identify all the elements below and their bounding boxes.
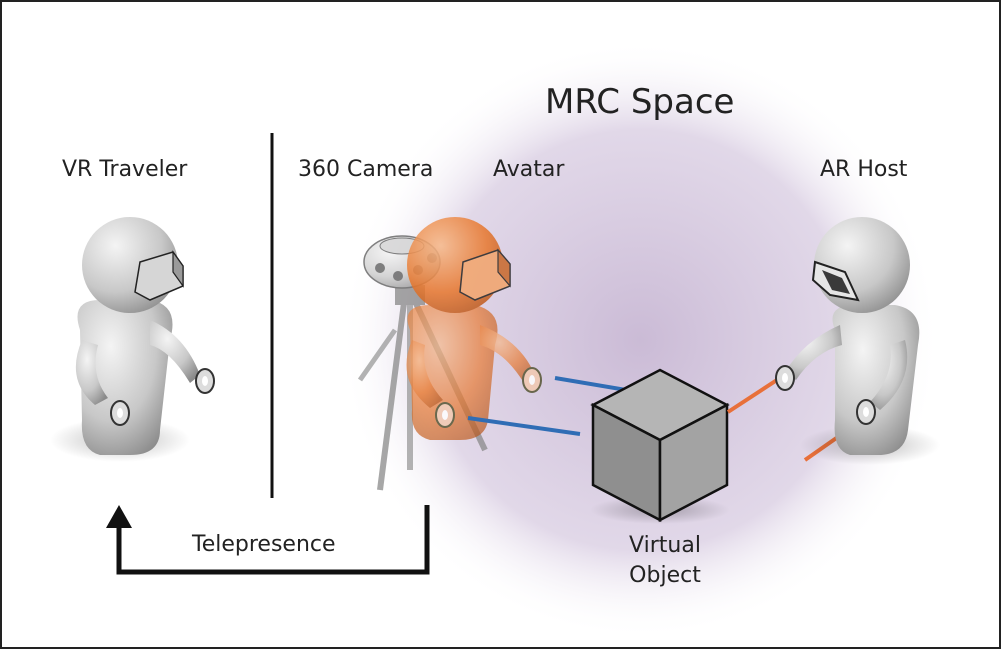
host-ray-upper: [726, 376, 782, 414]
virtual-object-label-line2: Object: [629, 563, 701, 588]
ar-host-label: AR Host: [820, 157, 908, 182]
avatar-figure: [406, 217, 542, 440]
avatar-ray-lower: [467, 416, 581, 436]
camera-360-label: 360 Camera: [298, 157, 434, 182]
telepresence-label: Telepresence: [192, 532, 336, 557]
virtual-object-cube: [590, 368, 730, 524]
avatar-label: Avatar: [493, 157, 565, 182]
virtual-object-label-line1: Virtual: [629, 533, 701, 558]
vr-traveler-label: VR Traveler: [62, 157, 188, 182]
telepresence-arrow: [106, 505, 430, 575]
ar-host-figure: [775, 217, 940, 465]
mrc-space-title: MRC Space: [545, 82, 735, 122]
virtual-object-label: Virtual Object: [600, 531, 730, 591]
mrc-space-region: [340, 40, 940, 640]
vr-traveler-figure: [50, 217, 215, 462]
